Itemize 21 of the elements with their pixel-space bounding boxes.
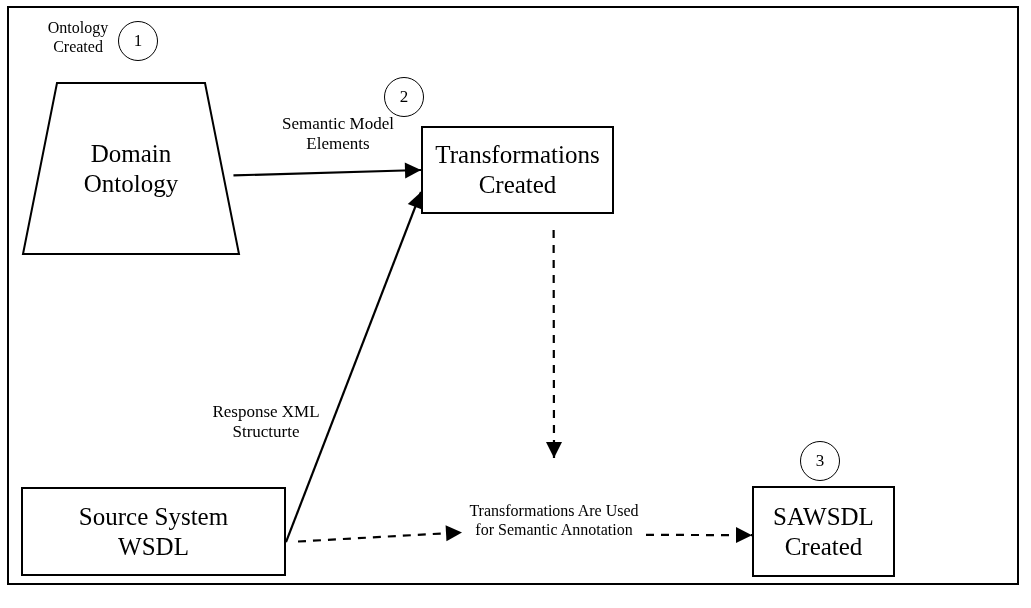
dashed-arrow <box>545 230 562 458</box>
dashed-arrow <box>646 527 752 544</box>
step-number-circle <box>384 77 424 117</box>
process-box <box>421 126 614 214</box>
node-label: Transformations Are Used for Semantic Annotation <box>468 500 640 540</box>
step-caption: Ontology Created <box>46 18 110 57</box>
edge-label: Semantic Model Elements <box>282 114 394 155</box>
node-label: SAWSDL Created <box>772 501 875 562</box>
step-number: 3 <box>815 450 825 472</box>
arrow <box>233 162 422 179</box>
dashed-arrow <box>297 525 463 543</box>
step-number: 1 <box>133 30 143 52</box>
process-box <box>752 486 895 577</box>
node-label: Domain Ontology <box>82 138 180 199</box>
node-label: Transformations Created <box>434 140 601 200</box>
node-label: Source System WSDL <box>77 501 230 562</box>
step-number-circle <box>800 441 840 481</box>
step-number: 2 <box>399 86 409 108</box>
step-number-circle <box>118 21 158 61</box>
process-box <box>21 487 286 576</box>
edge-label: Response XML Structurte <box>211 402 321 443</box>
